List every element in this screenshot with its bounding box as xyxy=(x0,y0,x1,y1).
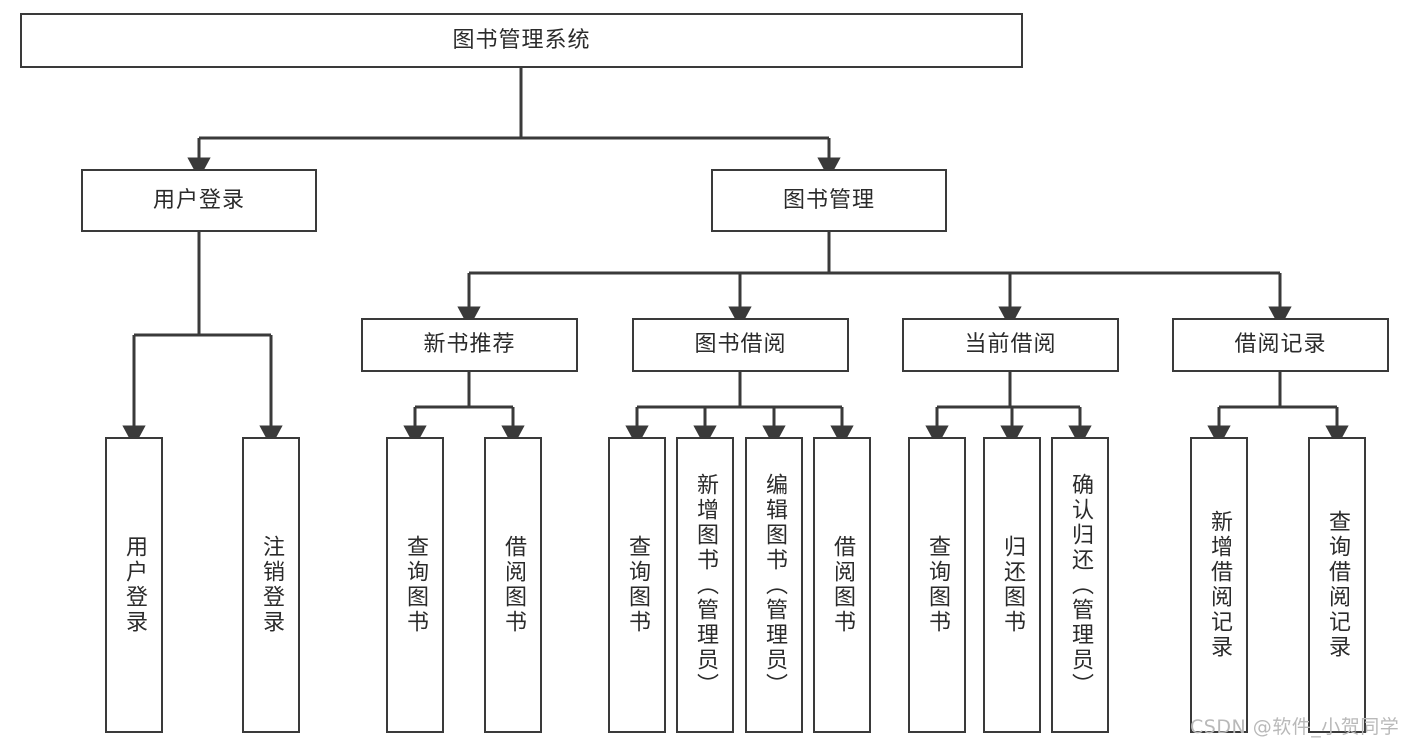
node-leaf-query-record[interactable]: 查询借阅记录 xyxy=(1308,437,1366,733)
node-new-book-rec[interactable]: 新书推荐 xyxy=(361,318,578,372)
node-leaf-add-book[interactable]: 新增图书（管理员） xyxy=(676,437,734,733)
node-book-borrow[interactable]: 图书借阅 xyxy=(632,318,849,372)
csdn-watermark: CSDN @软件_小贺同学 xyxy=(1190,716,1400,738)
node-book-borrow-label: 图书借阅 xyxy=(694,332,787,358)
node-leaf-query-book-cur-label: 查询图书 xyxy=(925,535,950,635)
node-leaf-add-book-label: 新增图书（管理员） xyxy=(693,472,718,698)
node-leaf-borrow-book-rec[interactable]: 借阅图书 xyxy=(484,437,542,733)
node-leaf-query-book-borrow-label: 查询图书 xyxy=(625,535,650,635)
node-leaf-edit-book[interactable]: 编辑图书（管理员） xyxy=(745,437,803,733)
node-current-borrow-label: 当前借阅 xyxy=(964,332,1057,358)
node-current-borrow[interactable]: 当前借阅 xyxy=(902,318,1119,372)
node-leaf-user-login[interactable]: 用户登录 xyxy=(105,437,163,733)
node-user-login-label: 用户登录 xyxy=(152,187,245,213)
node-borrow-record[interactable]: 借阅记录 xyxy=(1172,318,1389,372)
node-root[interactable]: 图书管理系统 xyxy=(20,13,1023,68)
node-leaf-user-login-label: 用户登录 xyxy=(122,535,147,635)
node-leaf-user-logout[interactable]: 注销登录 xyxy=(242,437,300,733)
node-leaf-query-book-rec[interactable]: 查询图书 xyxy=(386,437,444,733)
node-leaf-confirm-return-label: 确认归还（管理员） xyxy=(1068,472,1093,698)
node-leaf-edit-book-label: 编辑图书（管理员） xyxy=(762,472,787,698)
node-leaf-user-logout-label: 注销登录 xyxy=(259,535,284,635)
node-user-login[interactable]: 用户登录 xyxy=(81,169,317,232)
node-leaf-query-record-label: 查询借阅记录 xyxy=(1325,510,1350,660)
node-leaf-borrow-book-rec-label: 借阅图书 xyxy=(501,535,526,635)
node-leaf-add-record[interactable]: 新增借阅记录 xyxy=(1190,437,1248,733)
node-borrow-record-label: 借阅记录 xyxy=(1234,332,1327,358)
node-leaf-borrow-book[interactable]: 借阅图书 xyxy=(813,437,871,733)
node-leaf-query-book-rec-label: 查询图书 xyxy=(403,535,428,635)
node-leaf-return-book[interactable]: 归还图书 xyxy=(983,437,1041,733)
node-root-label: 图书管理系统 xyxy=(452,27,591,53)
node-leaf-query-book-cur[interactable]: 查询图书 xyxy=(908,437,966,733)
node-book-manage[interactable]: 图书管理 xyxy=(711,169,947,232)
node-leaf-return-book-label: 归还图书 xyxy=(1000,535,1025,635)
node-leaf-borrow-book-label: 借阅图书 xyxy=(830,535,855,635)
node-leaf-confirm-return[interactable]: 确认归还（管理员） xyxy=(1051,437,1109,733)
node-leaf-add-record-label: 新增借阅记录 xyxy=(1207,510,1232,660)
node-book-manage-label: 图书管理 xyxy=(782,187,875,213)
node-leaf-query-book-borrow[interactable]: 查询图书 xyxy=(608,437,666,733)
node-new-book-rec-label: 新书推荐 xyxy=(423,332,516,358)
